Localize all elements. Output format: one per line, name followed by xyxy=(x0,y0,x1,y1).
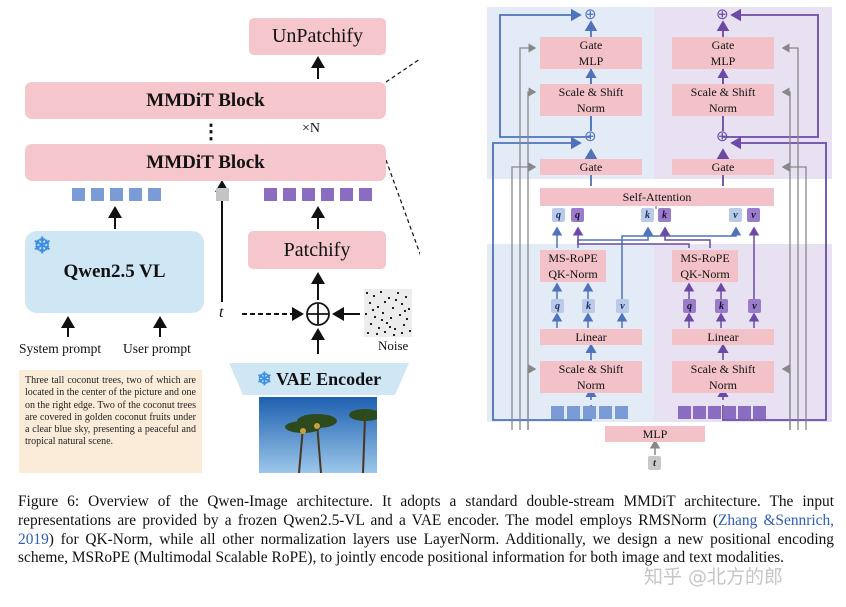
mlp-text: MLP xyxy=(540,53,642,69)
v-token: v xyxy=(729,208,742,222)
palm-tree-photo xyxy=(259,397,377,473)
snowflake-icon: ❄ xyxy=(256,368,272,389)
times-n-label: ×N xyxy=(302,121,321,136)
snowflake-icon: ❄ xyxy=(33,233,52,258)
vae-encoder-shape xyxy=(229,363,409,395)
vdots: ⋮ xyxy=(201,121,221,143)
mlp-image: MLP xyxy=(672,53,774,69)
gate-image-top: Gate xyxy=(672,37,774,53)
unpatchify-box: UnPatchify xyxy=(249,18,386,55)
norm-text-top: Norm xyxy=(540,100,642,116)
figure-caption: Figure 6: Overview of the Qwen-Image arc… xyxy=(18,493,834,568)
qk-norm-text: QK-Norm xyxy=(540,266,606,282)
scale-shift-text-top: Scale & Shift xyxy=(540,84,642,100)
norm-text-bottom: Norm xyxy=(540,377,642,393)
caption-citation[interactable]: Zhang &Sennrich, 2019 xyxy=(18,511,834,548)
q-token: q xyxy=(571,208,584,222)
gate-text-mid: Gate xyxy=(540,159,642,175)
linear-text: Linear xyxy=(540,329,642,345)
v-token: v xyxy=(747,208,760,222)
qk-norm-image: QK-Norm xyxy=(672,266,738,282)
noise-image xyxy=(364,289,412,337)
caption-part1: Figure 6: Overview of the Qwen-Image arc… xyxy=(18,493,834,529)
timestep-token xyxy=(216,188,229,201)
prompt-text-box: Three tall coconut trees, two of which a… xyxy=(19,370,202,473)
scale-shift-text-bottom: Scale & Shift xyxy=(540,361,642,377)
scale-shift-image-bottom: Scale & Shift xyxy=(672,361,774,377)
k-token: k xyxy=(582,299,595,313)
bottom-mlp-box: MLP xyxy=(605,426,705,442)
qwen-vl-box: ❄ Qwen2.5 VL xyxy=(25,231,204,313)
vae-encoder-box: ❄ VAE Encoder xyxy=(229,363,409,395)
norm-image-top: Norm xyxy=(672,100,774,116)
plus-text-top: ⊕ xyxy=(584,7,597,23)
system-prompt-label: System prompt xyxy=(19,341,102,356)
left-arrows xyxy=(61,56,420,354)
user-prompt-label: User prompt xyxy=(123,341,191,356)
mmdit-block-bottom: MMDiT Block xyxy=(25,144,386,181)
q-token: q xyxy=(683,299,696,313)
t-token: t xyxy=(648,456,661,470)
v-token: v xyxy=(616,299,629,313)
norm-image-bottom: Norm xyxy=(672,377,774,393)
patchify-box: Patchify xyxy=(248,231,386,269)
gate-text-top: Gate xyxy=(540,37,642,53)
scale-shift-image-top: Scale & Shift xyxy=(672,84,774,100)
watermark: 知乎 @北方的郎 xyxy=(644,566,784,588)
caption-part2: ) for QK-Norm, while all other normaliza… xyxy=(18,530,834,567)
t-input-label: t xyxy=(219,304,224,321)
v-token: v xyxy=(748,299,761,313)
plus-image-mid: ⊕ xyxy=(716,129,729,145)
gate-image-mid: Gate xyxy=(672,159,774,175)
k-token: k xyxy=(715,299,728,313)
plus-image-top: ⊕ xyxy=(716,7,729,23)
plus-text-mid: ⊕ xyxy=(584,129,597,145)
k-token: k xyxy=(641,208,654,222)
q-token: q xyxy=(552,208,565,222)
ms-rope-text: MS-RoPE xyxy=(540,250,606,266)
k-token: k xyxy=(658,208,671,222)
linear-image: Linear xyxy=(672,329,774,345)
mmdit-block-top: MMDiT Block xyxy=(25,82,386,119)
self-attention-box: Self-Attention xyxy=(540,188,774,206)
q-token: q xyxy=(551,299,564,313)
qwen-label: Qwen2.5 VL xyxy=(63,261,166,282)
vae-encoder-label: VAE Encoder xyxy=(275,368,382,389)
noise-label: Noise xyxy=(378,338,409,353)
ms-rope-image: MS-RoPE xyxy=(672,250,738,266)
